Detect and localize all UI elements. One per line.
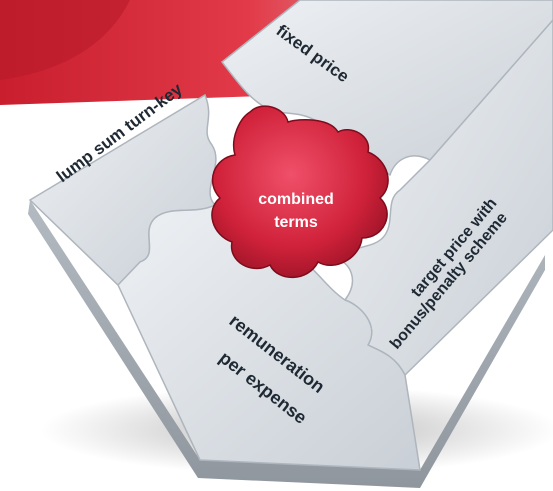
label-center-line2: terms xyxy=(274,214,318,231)
piece-center-red xyxy=(211,105,389,279)
label-center-line1: combined xyxy=(258,191,334,208)
